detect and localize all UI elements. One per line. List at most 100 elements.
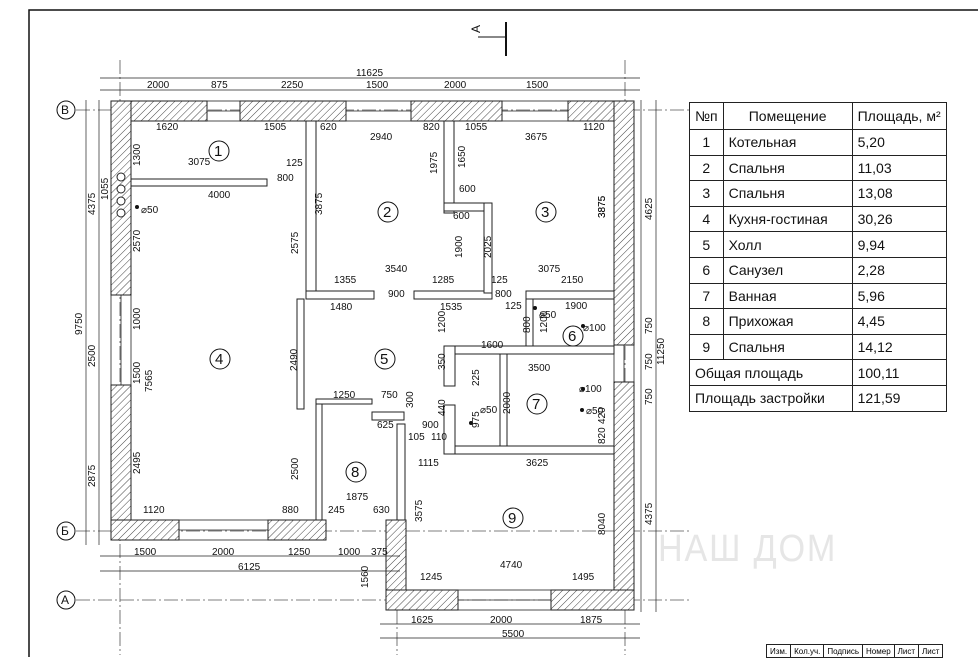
svg-text:1115: 1115 — [418, 458, 439, 469]
svg-text:2000: 2000 — [147, 80, 170, 91]
table-built-row: Площадь застройки 121,59 — [689, 384, 947, 412]
svg-text:4740: 4740 — [500, 560, 523, 571]
svg-text:375: 375 — [371, 547, 388, 558]
table-cell-area: 4,45 — [851, 308, 947, 335]
table-cell-n: 7 — [689, 282, 724, 310]
svg-text:800: 800 — [277, 173, 294, 184]
table-cell-name: Холл — [722, 231, 853, 258]
svg-text:1500: 1500 — [366, 80, 389, 91]
svg-text:1505: 1505 — [264, 122, 287, 133]
table-cell-area: 14,12 — [851, 333, 947, 361]
svg-text:440: 440 — [437, 399, 448, 416]
svg-text:2000: 2000 — [502, 391, 513, 414]
room-number: 3 — [541, 204, 549, 221]
svg-text:630: 630 — [373, 505, 390, 516]
svg-text:1355: 1355 — [334, 275, 357, 286]
room-markers: 1 2 3 4 5 6 7 8 9 — [208, 140, 584, 529]
table-header: Помещение — [722, 102, 853, 130]
pipe-labels: ⌀50 ⌀50 ⌀100 ⌀100 ⌀50 ⌀50 — [141, 205, 606, 417]
svg-text:6125: 6125 — [238, 562, 261, 573]
svg-text:4375: 4375 — [87, 192, 98, 215]
dims-left: 4375 1055 1300 9750 2570 1000 1500 2500 … — [74, 143, 155, 487]
table-cell-n: 9 — [689, 333, 724, 361]
windows — [110, 100, 635, 611]
svg-text:800: 800 — [522, 316, 533, 333]
svg-text:2000: 2000 — [444, 80, 467, 91]
interior-walls — [130, 120, 615, 521]
svg-text:600: 600 — [459, 184, 476, 195]
svg-text:875: 875 — [211, 80, 228, 91]
svg-text:⌀100: ⌀100 — [583, 323, 606, 334]
axis-label-a: А — [61, 593, 69, 607]
svg-text:1495: 1495 — [572, 572, 595, 583]
svg-text:125: 125 — [286, 158, 303, 169]
svg-text:900: 900 — [388, 289, 405, 300]
room-number: 7 — [532, 396, 540, 413]
svg-text:⌀50: ⌀50 — [141, 205, 159, 216]
table-header: №п — [689, 102, 724, 130]
room-number: 8 — [351, 464, 359, 481]
svg-text:2250: 2250 — [281, 80, 304, 91]
sheet-frame — [28, 9, 978, 657]
svg-text:3875: 3875 — [314, 192, 325, 215]
stamp-cell: Подпись — [823, 644, 864, 658]
stamp-cell: Кол.уч. — [790, 644, 825, 658]
svg-text:1000: 1000 — [338, 547, 361, 558]
svg-text:750: 750 — [644, 353, 655, 370]
section-mark: А — [469, 22, 507, 56]
title-block: Изм. Кол.уч. Подпись Номер Лист Лист — [765, 644, 944, 658]
svg-text:975: 975 — [471, 411, 482, 428]
table-cell-area: 5,20 — [851, 129, 947, 156]
svg-text:2490: 2490 — [289, 348, 300, 371]
svg-text:11250: 11250 — [656, 337, 667, 365]
svg-text:1120: 1120 — [583, 122, 605, 133]
svg-text:4000: 4000 — [208, 190, 231, 201]
exterior-walls — [110, 100, 635, 611]
table-cell-name: Спальня — [722, 333, 853, 361]
svg-text:1500: 1500 — [132, 361, 143, 384]
svg-text:3075: 3075 — [538, 264, 561, 275]
svg-text:1650: 1650 — [457, 145, 468, 168]
svg-text:1500: 1500 — [526, 80, 549, 91]
svg-text:2150: 2150 — [561, 275, 584, 286]
svg-text:420: 420 — [597, 407, 608, 424]
table-cell-n: 8 — [689, 308, 724, 335]
svg-text:245: 245 — [328, 505, 345, 516]
svg-text:3575: 3575 — [414, 499, 425, 522]
svg-text:1900: 1900 — [454, 235, 465, 258]
total-value: 100,11 — [851, 359, 947, 386]
table-cell-n: 4 — [689, 205, 724, 233]
svg-text:750: 750 — [644, 388, 655, 405]
svg-text:620: 620 — [320, 122, 337, 133]
svg-text:1200: 1200 — [437, 310, 448, 333]
svg-text:1875: 1875 — [346, 492, 369, 503]
svg-text:1900: 1900 — [565, 301, 588, 312]
svg-text:2940: 2940 — [370, 132, 393, 143]
svg-text:900: 900 — [422, 420, 439, 431]
table-cell-area: 9,94 — [851, 231, 947, 258]
svg-text:2500: 2500 — [87, 344, 98, 367]
svg-text:125: 125 — [491, 275, 508, 286]
svg-text:1200: 1200 — [539, 310, 550, 333]
svg-text:125: 125 — [505, 301, 522, 312]
table-cell-name: Санузел — [722, 256, 853, 284]
svg-text:110: 110 — [431, 432, 447, 443]
table-header-row: №п Помещение Площадь, м² — [689, 102, 947, 130]
svg-text:3675: 3675 — [525, 132, 548, 143]
svg-text:3075: 3075 — [188, 157, 211, 168]
svg-text:750: 750 — [381, 390, 398, 401]
dims-bottom: 1500 2000 1250 1000 375 6125 1560 1625 2… — [134, 492, 603, 640]
stamp-cell: Номер — [862, 644, 895, 658]
svg-text:7565: 7565 — [144, 369, 155, 392]
svg-text:⌀100: ⌀100 — [579, 384, 602, 395]
table-cell-name: Ванная — [722, 282, 853, 310]
